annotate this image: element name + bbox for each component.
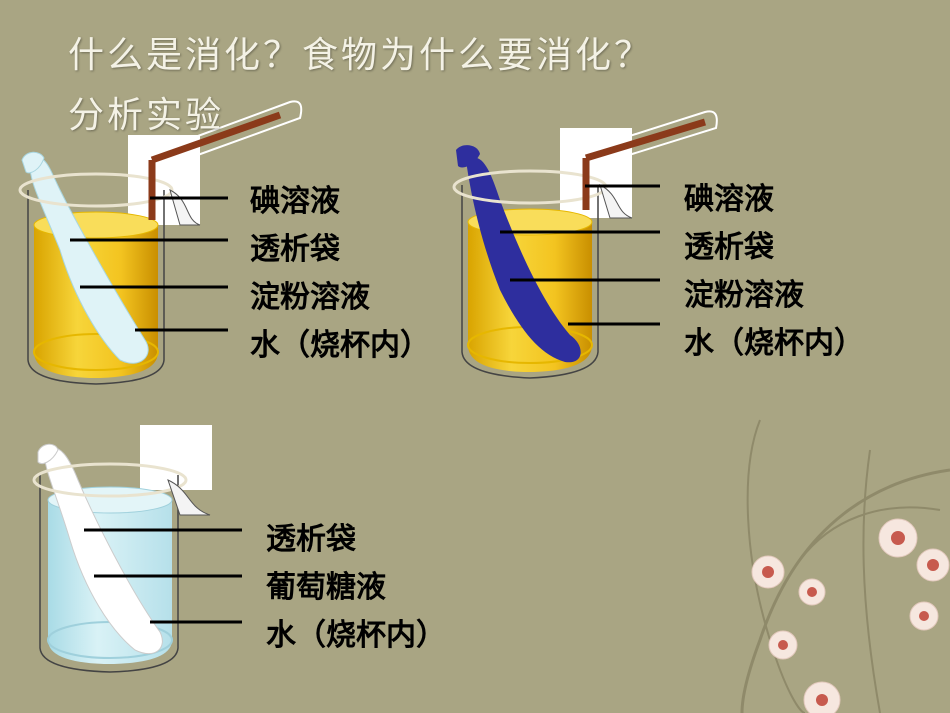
beaker-2-illustration bbox=[452, 110, 718, 379]
beaker-2-label-iodine: 碘溶液 bbox=[684, 182, 774, 217]
beaker-1-label-water: 水（烧杯内） bbox=[250, 328, 430, 363]
beaker-1-label-iodine: 碘溶液 bbox=[250, 184, 340, 219]
slide-title-line-1: 什么是消化？食物为什么要消化？ bbox=[68, 35, 654, 76]
beaker-2-label-starch: 淀粉溶液 bbox=[684, 278, 804, 313]
beaker-3-label-glucose: 葡萄糖液 bbox=[266, 570, 386, 605]
beaker-3-illustration bbox=[32, 425, 242, 673]
beaker-1-label-dialysis-bag: 透析袋 bbox=[250, 232, 340, 267]
beaker-1-label-starch: 淀粉溶液 bbox=[250, 280, 370, 315]
plum-blossom-decoration bbox=[740, 419, 950, 713]
beaker-2-label-dialysis-bag: 透析袋 bbox=[684, 230, 774, 265]
beaker-3-label-water: 水（烧杯内） bbox=[266, 618, 446, 653]
slide-title-line-2: 分析实验 bbox=[68, 95, 225, 136]
beaker-2-label-water: 水（烧杯内） bbox=[684, 326, 864, 361]
beaker-3-label-dialysis-bag: 透析袋 bbox=[266, 522, 356, 557]
beaker-1-illustration bbox=[18, 100, 303, 385]
